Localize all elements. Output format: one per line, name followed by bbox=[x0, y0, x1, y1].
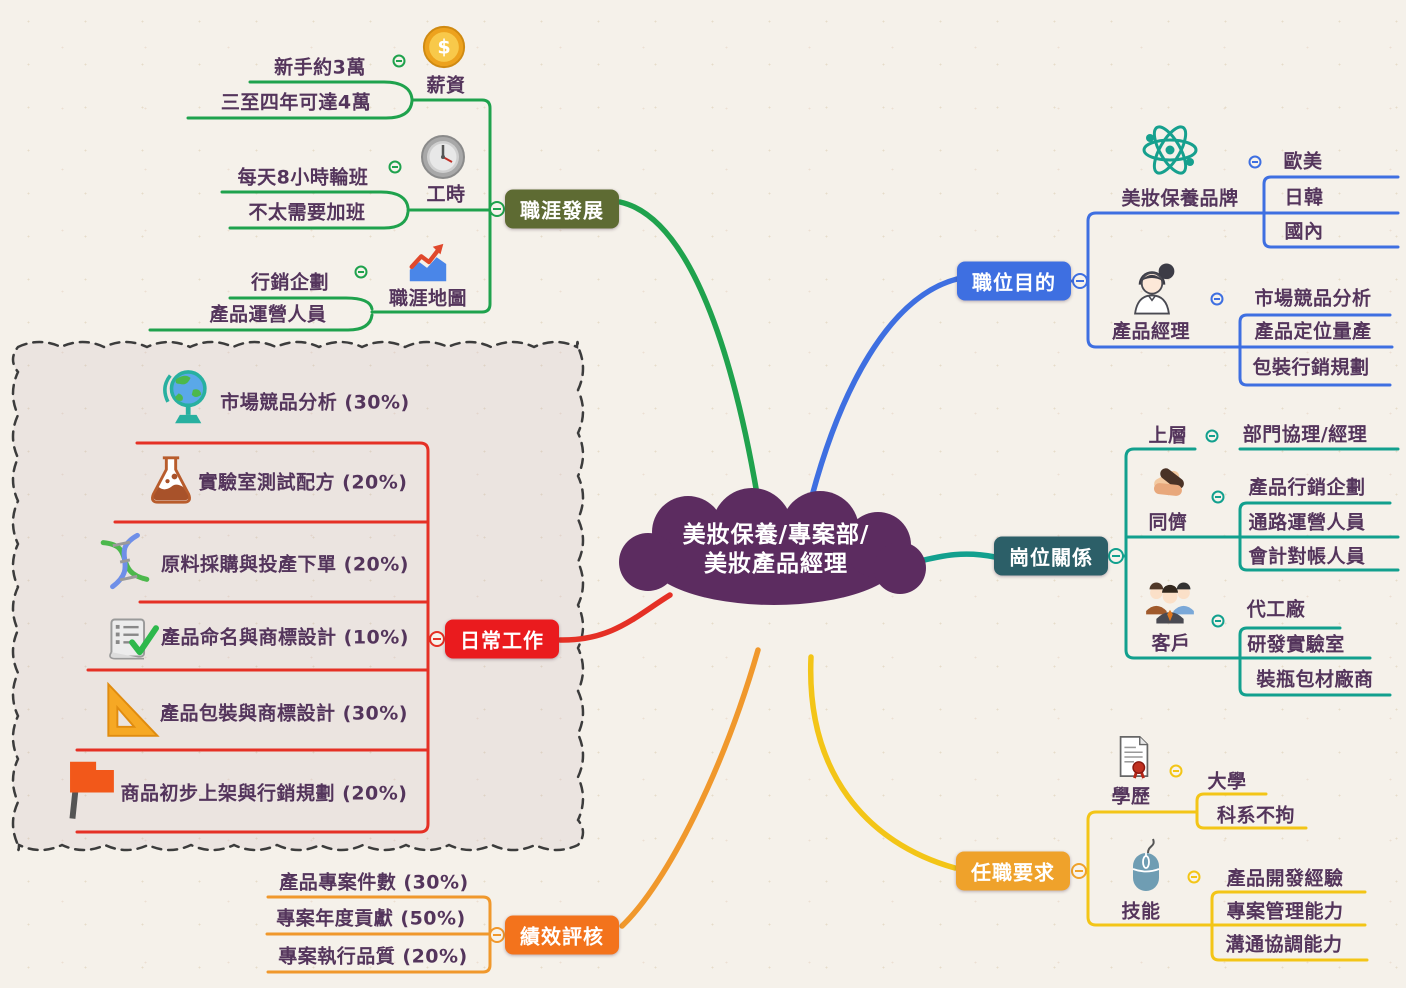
branch-position-purpose[interactable]: 職位目的 bbox=[957, 261, 1071, 301]
node-performance-child-3[interactable]: 專案執行品質 (20%) bbox=[278, 945, 468, 968]
diploma-icon bbox=[1111, 733, 1157, 781]
node-pm-child-1[interactable]: 市場競品分析 bbox=[1254, 287, 1372, 310]
branch-job-requirements[interactable]: 任職要求 bbox=[956, 851, 1070, 891]
branch-daily-work[interactable]: 日常工作 bbox=[445, 619, 559, 659]
hands-together-icon bbox=[1144, 459, 1194, 507]
flask-icon bbox=[143, 452, 199, 508]
collapse-buttons bbox=[354, 54, 1262, 943]
node-brand-child-1[interactable]: 歐美 bbox=[1283, 150, 1323, 173]
svg-text:$: $ bbox=[437, 36, 450, 59]
node-upper-child-1[interactable]: 部門協理/經理 bbox=[1242, 423, 1368, 446]
dna-icon bbox=[87, 525, 162, 597]
product-manager-avatar-icon bbox=[1123, 258, 1181, 316]
collapse-career-map[interactable] bbox=[354, 265, 368, 279]
collapse-purpose[interactable] bbox=[1072, 273, 1088, 289]
branch-performance-review[interactable]: 績效評核 bbox=[505, 915, 619, 955]
node-skills-child-2[interactable]: 專案管理能力 bbox=[1226, 900, 1344, 923]
set-square-icon bbox=[98, 679, 160, 741]
node-performance-child-2[interactable]: 專案年度貢獻 (50%) bbox=[276, 907, 466, 930]
collapse-requirements[interactable] bbox=[1071, 863, 1087, 879]
node-clients-child-3[interactable]: 裝瓶包材廠商 bbox=[1256, 668, 1374, 691]
purpose-wires bbox=[1070, 175, 1400, 387]
requirements-wires bbox=[1077, 792, 1369, 962]
collapse-daily[interactable] bbox=[429, 631, 445, 647]
node-daily-item-3[interactable]: 原料採購與投產下單 (20%) bbox=[161, 553, 409, 576]
center-title-line1: 美妝保養/專案部/ bbox=[682, 522, 870, 548]
node-performance-child-1[interactable]: 產品專案件數 (30%) bbox=[279, 871, 469, 894]
node-peers-child-2[interactable]: 通路運營人員 bbox=[1248, 511, 1366, 534]
node-skills-child-3[interactable]: 溝通協調能力 bbox=[1225, 933, 1343, 956]
scroll-checklist-icon bbox=[102, 613, 160, 663]
node-daily-item-4[interactable]: 產品命名與商標設計 (10%) bbox=[161, 626, 409, 649]
collapse-upper[interactable] bbox=[1205, 429, 1219, 443]
node-clients-child-1[interactable]: 代工廠 bbox=[1246, 598, 1306, 621]
center-title-line2: 美妝產品經理 bbox=[704, 551, 848, 577]
node-brand-child-3[interactable]: 國內 bbox=[1284, 220, 1324, 243]
branch-career-development[interactable]: 職涯發展 bbox=[505, 189, 619, 229]
collapse-pm[interactable] bbox=[1210, 292, 1224, 306]
team-icon bbox=[1142, 578, 1198, 628]
globe-icon bbox=[158, 366, 216, 428]
node-clients[interactable]: 客戶 bbox=[1151, 632, 1191, 655]
node-salary[interactable]: 薪資 bbox=[426, 74, 466, 97]
collapse-brand[interactable] bbox=[1248, 155, 1262, 169]
node-pm-child-3[interactable]: 包裝行銷規劃 bbox=[1252, 356, 1370, 379]
collapse-education[interactable] bbox=[1169, 764, 1183, 778]
center-topic-cloud[interactable] bbox=[619, 488, 926, 605]
collapse-career[interactable] bbox=[489, 201, 505, 217]
mouse-icon bbox=[1122, 837, 1170, 895]
center-topic-title[interactable]: 美妝保養/專案部/ 美妝產品經理 bbox=[683, 521, 870, 579]
node-upper-level[interactable]: 上層 bbox=[1148, 424, 1188, 447]
node-education-child-1[interactable]: 大學 bbox=[1207, 770, 1247, 793]
node-career-map-child-1[interactable]: 行銷企劃 bbox=[250, 271, 330, 294]
node-daily-item-6[interactable]: 商品初步上架與行銷規劃 (20%) bbox=[120, 782, 408, 805]
node-peers-child-3[interactable]: 會計對帳人員 bbox=[1248, 545, 1366, 568]
relations-wires bbox=[1114, 447, 1400, 697]
node-beauty-brands[interactable]: 美妝保養品牌 bbox=[1121, 187, 1239, 210]
daily-work-boundary bbox=[11, 340, 585, 852]
node-daily-item-2[interactable]: 實驗室測試配方 (20%) bbox=[198, 471, 408, 494]
node-hours[interactable]: 工時 bbox=[426, 183, 466, 206]
node-clients-child-2[interactable]: 研發實驗室 bbox=[1247, 633, 1345, 656]
career-chart-icon bbox=[405, 241, 451, 287]
node-career-map[interactable]: 職涯地圖 bbox=[388, 287, 468, 310]
node-product-manager[interactable]: 產品經理 bbox=[1111, 320, 1191, 343]
node-daily-item-1[interactable]: 市場競品分析 (30%) bbox=[220, 391, 410, 414]
collapse-performance[interactable] bbox=[489, 927, 505, 943]
branch-position-relations[interactable]: 崗位關係 bbox=[994, 536, 1108, 576]
node-pm-child-2[interactable]: 產品定位量產 bbox=[1254, 320, 1372, 343]
node-skills-child-1[interactable]: 產品開發經驗 bbox=[1226, 867, 1344, 890]
node-salary-child-2[interactable]: 三至四年可達4萬 bbox=[220, 91, 372, 114]
flag-icon bbox=[60, 757, 118, 821]
node-education-child-2[interactable]: 科系不拘 bbox=[1216, 804, 1296, 827]
node-peers-child-1[interactable]: 產品行銷企劃 bbox=[1248, 476, 1366, 499]
node-hours-child-1[interactable]: 每天8小時輪班 bbox=[237, 166, 369, 189]
node-brand-child-2[interactable]: 日韓 bbox=[1284, 186, 1324, 209]
coin-icon: $ bbox=[421, 24, 467, 70]
collapse-relations[interactable] bbox=[1108, 548, 1124, 564]
node-salary-child-1[interactable]: 新手約3萬 bbox=[274, 56, 366, 79]
node-career-map-child-2[interactable]: 產品運營人員 bbox=[209, 303, 327, 326]
node-hours-child-2[interactable]: 不太需要加班 bbox=[248, 201, 366, 224]
node-skills[interactable]: 技能 bbox=[1121, 900, 1161, 923]
collapse-hours[interactable] bbox=[388, 160, 402, 174]
collapse-salary[interactable] bbox=[392, 54, 406, 68]
collapse-skills[interactable] bbox=[1187, 870, 1201, 884]
node-daily-item-5[interactable]: 產品包裝與商標設計 (30%) bbox=[160, 702, 408, 725]
node-peers[interactable]: 同儕 bbox=[1148, 511, 1188, 534]
collapse-clients[interactable] bbox=[1211, 614, 1225, 628]
atom-icon bbox=[1138, 118, 1202, 182]
collapse-peers[interactable] bbox=[1211, 490, 1225, 504]
node-education[interactable]: 學歷 bbox=[1111, 785, 1151, 808]
clock-icon bbox=[419, 133, 467, 181]
